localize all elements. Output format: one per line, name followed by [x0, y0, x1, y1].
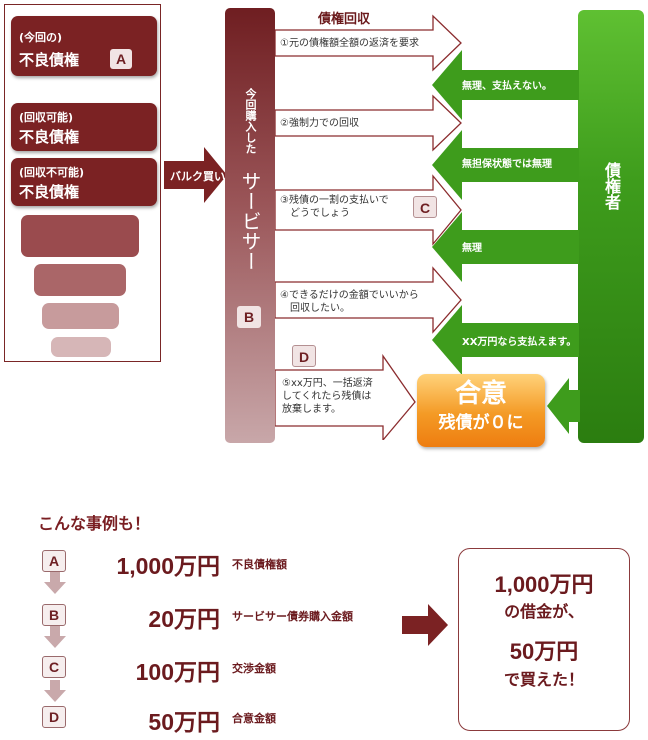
step-amount-d: 50万円	[148, 709, 220, 735]
bad-debt-panel: (今回の) 不良債権 A (回収可能) 不良債権 (回収不可能) 不良債権	[4, 4, 161, 362]
response-arrow-1	[432, 50, 579, 120]
agreement-box: 合意 残債が０に	[417, 374, 545, 447]
bad-debt-box-recoverable-sub: (回収可能)	[19, 111, 74, 124]
servicer-big-text: サービサー	[238, 171, 262, 271]
badge-d: D	[292, 345, 316, 367]
step-badge-a: A	[42, 550, 66, 572]
agreement-title: 合意	[454, 379, 507, 409]
proposal-arrows	[275, 14, 462, 440]
proposal-arrow-3	[275, 174, 462, 246]
bad-debt-box-unrecoverable-sub: (回収不可能)	[19, 166, 85, 179]
proposal-5-text-line3: 放棄します。	[282, 404, 341, 415]
badge-b: B	[237, 306, 261, 328]
proposal-3-text-line2: どうでしょう	[290, 208, 350, 219]
proposal-1-text: ①元の債権額全額の返済を要求	[280, 38, 419, 49]
debt-stack-layer-1	[21, 215, 139, 257]
proposal-arrow-4	[275, 266, 462, 334]
result-line2: の借金が、	[504, 602, 584, 621]
step-down-arrow-2	[44, 626, 66, 648]
response-arrow-4	[432, 305, 579, 375]
response-3-text: 無理	[462, 243, 482, 254]
step-amount-a: 1,000万円	[116, 553, 220, 579]
step-amount-b: 20万円	[148, 606, 220, 632]
proposal-5-text-line1: ⑤xx万円、一括返済	[282, 378, 373, 389]
badge-c: C	[413, 196, 437, 218]
proposal-arrow-2	[275, 94, 462, 152]
step-badge-b: B	[42, 604, 66, 626]
debt-stack-layer-3	[42, 303, 119, 329]
debt-stack-layer-2	[34, 264, 126, 296]
bad-debt-box-recoverable: (回収可能) 不良債権	[11, 103, 157, 151]
servicer-small-text: 今回購入した	[244, 88, 257, 154]
step-down-arrows	[44, 572, 66, 702]
agreement-sub: 残債が０に	[438, 413, 524, 433]
creditor-column: 債権者	[578, 10, 644, 443]
response-arrows	[432, 50, 579, 375]
bad-debt-box-current: (今回の) 不良債権 A	[11, 16, 157, 76]
agreement-arrow	[547, 378, 580, 434]
proposal-4-text-line2: 回収したい。	[290, 303, 350, 314]
proposal-arrow-5	[275, 353, 416, 440]
proposal-2-text: ②強制力での回収	[280, 118, 359, 129]
bad-debt-box-current-main: 不良債権	[19, 51, 80, 69]
example-title: こんな事例も！	[38, 514, 151, 533]
response-2-text: 無担保状態では無理	[462, 159, 552, 170]
proposal-5-text-line2: してくれたら残債は	[282, 391, 372, 402]
response-1-text: 無理、支払えない。	[462, 81, 552, 92]
response-4-text: XX万円なら支払えます。	[462, 337, 577, 348]
result-arrow	[402, 604, 448, 646]
step-badge-c: C	[42, 656, 66, 678]
creditor-label: 債権者	[602, 162, 621, 210]
bulk-buy-arrow	[164, 147, 227, 203]
response-arrow-3	[432, 212, 579, 282]
response-arrow-2	[432, 130, 579, 200]
servicer-column: 今回購入した サービサー B	[225, 8, 275, 443]
step-note-d: 合意金額	[232, 712, 276, 725]
step-down-arrow-1	[44, 572, 66, 594]
proposal-arrow-1	[275, 14, 462, 72]
step-badge-d: D	[42, 706, 66, 728]
bulk-buy-label: バルク買い	[170, 170, 225, 183]
proposal-3-text-line1: ③残債の一割の支払いで	[280, 195, 389, 206]
bad-debt-box-current-sub: (今回の)	[19, 31, 63, 44]
badge-a: A	[110, 49, 132, 69]
step-note-b: サービサー債券購入金額	[232, 610, 353, 623]
debt-stack-layer-4	[51, 337, 111, 357]
step-note-a: 不良債権額	[232, 558, 287, 571]
result-box: 1,000万円 の借金が、 50万円 で買えた！	[458, 548, 630, 731]
result-line3: 50万円	[509, 639, 579, 664]
bad-debt-box-unrecoverable-main: 不良債権	[19, 183, 80, 201]
step-amount-c: 100万円	[135, 659, 220, 685]
result-line4: で買えた！	[503, 670, 584, 689]
step-down-arrow-3	[44, 680, 66, 702]
result-line1: 1,000万円	[494, 572, 594, 597]
collection-title: 債権回収	[318, 12, 371, 27]
bad-debt-box-recoverable-main: 不良債権	[19, 128, 80, 146]
proposal-4-text-line1: ④できるだけの金額でいいから	[280, 290, 419, 301]
step-note-c: 交渉金額	[232, 662, 276, 675]
bad-debt-box-unrecoverable: (回収不可能) 不良債権	[11, 158, 157, 206]
